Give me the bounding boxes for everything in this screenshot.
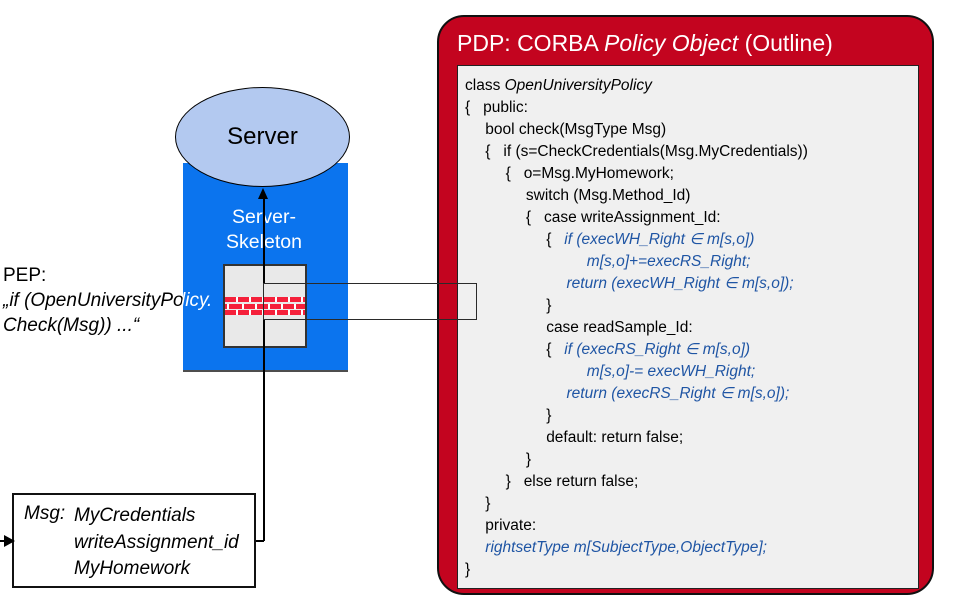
code-line: { public: xyxy=(465,97,914,119)
code-line: { if (s=CheckCredentials(Msg.MyCredentia… xyxy=(465,141,914,163)
code-line: rightsetType m[SubjectType,ObjectType]; xyxy=(465,537,914,559)
code-segment: } xyxy=(525,451,532,468)
firewall-icon xyxy=(223,264,307,348)
msg-item: MyHomework xyxy=(74,558,191,579)
code-segment: switch (Msg.Method_Id) xyxy=(525,187,691,204)
code-segment: { xyxy=(546,231,565,248)
pdp-title-italic: Policy Object xyxy=(603,30,739,56)
pdp-code-panel: class OpenUniversityPolicy { public: bool … xyxy=(457,65,919,589)
code-line: } xyxy=(465,295,914,317)
server-ellipse: Server xyxy=(175,87,350,187)
code-line: { case writeAssignment_Id: xyxy=(465,207,914,229)
code-line: } xyxy=(465,559,914,581)
msg-elbow-line xyxy=(256,540,264,542)
code-line: class OpenUniversityPolicy xyxy=(465,75,914,97)
brick-row xyxy=(225,310,305,315)
code-line: bool check(MsgType Msg) xyxy=(465,119,914,141)
code-segment: } xyxy=(546,297,552,314)
code-segment: class xyxy=(465,77,505,94)
code-segment: } xyxy=(546,407,552,424)
pdp-title-prefix: PDP: CORBA xyxy=(457,30,604,56)
brick-row xyxy=(225,297,305,302)
pep-code-black: „if (OpenUniversityPo xyxy=(3,290,184,311)
pep-heading: PEP: xyxy=(3,265,47,286)
code-line: switch (Msg.Method_Id) xyxy=(465,185,914,207)
server-call-line-lower xyxy=(263,320,265,541)
code-line: private: xyxy=(465,515,914,537)
pep-code-line-2: Check(Msg)) ...“ xyxy=(3,315,140,336)
code-segment: m[s,o]+=execRS_Right; xyxy=(586,253,751,270)
code-segment: { xyxy=(546,341,565,358)
code-segment: { case writeAssignment_Id: xyxy=(525,209,721,226)
msg-item: writeAssignment_id xyxy=(74,531,239,553)
code-line: { o=Msg.MyHomework; xyxy=(465,163,914,185)
code-segment: if (execRS_Right ∈ m[s,o]) xyxy=(564,341,751,358)
code-segment: return (execWH_Right ∈ m[s,o]); xyxy=(566,275,794,292)
code-segment: if (execWH_Right ∈ m[s,o]) xyxy=(564,231,755,248)
pdp-title-suffix: (Outline) xyxy=(738,30,833,56)
code-line: default: return false; xyxy=(465,427,914,449)
code-line: return (execWH_Right ∈ m[s,o]); xyxy=(465,273,914,295)
code-segment: private: xyxy=(485,517,537,534)
code-line: { if (execWH_Right ∈ m[s,o]) xyxy=(465,229,914,251)
code-line: m[s,o]+=execRS_Right; xyxy=(465,251,914,273)
msg-item: MyCredentials xyxy=(74,505,196,526)
code-line: m[s,o]-= execWH_Right; xyxy=(465,361,914,383)
code-line: return (execRS_Right ∈ m[s,o]); xyxy=(465,383,914,405)
code-segment: bool check(MsgType Msg) xyxy=(485,121,667,138)
code-segment: { public: xyxy=(465,99,528,116)
code-segment: OpenUniversityPolicy xyxy=(504,77,652,94)
code-line: } xyxy=(465,493,914,515)
code-line: case readSample_Id: xyxy=(465,317,914,339)
code-segment: } else return false; xyxy=(505,473,639,490)
code-segment: } xyxy=(485,495,491,512)
incoming-msg-line xyxy=(0,540,7,542)
code-line: { if (execRS_Right ∈ m[s,o]) xyxy=(465,339,914,361)
pdp-title: PDP: CORBA Policy Object (Outline) xyxy=(457,30,833,57)
server-call-line-upper xyxy=(263,198,265,283)
code-segment: m[s,o]-= execWH_Right; xyxy=(586,363,756,380)
brick-pattern xyxy=(225,297,305,317)
code-segment: case readSample_Id: xyxy=(546,319,693,336)
server-label: Server xyxy=(227,123,298,150)
code-line: } else return false; xyxy=(465,471,914,493)
code-segment: } xyxy=(465,561,471,578)
pdp-box: PDP: CORBA Policy Object (Outline) class… xyxy=(437,15,934,595)
code-segment: { o=Msg.MyHomework; xyxy=(505,165,674,182)
code-segment: rightsetType m[SubjectType,ObjectType]; xyxy=(485,539,767,556)
code-segment: default: return false; xyxy=(546,429,684,446)
message-channel-rect xyxy=(263,283,477,320)
code-line: } xyxy=(465,449,914,471)
code-segment: return (execRS_Right ∈ m[s,o]); xyxy=(566,385,790,402)
brick-row xyxy=(225,303,305,309)
msg-box-label: Msg: xyxy=(24,503,66,524)
pep-code-white: licy. xyxy=(181,290,213,311)
arrow-up-icon xyxy=(258,188,268,199)
arrow-right-icon xyxy=(4,535,15,547)
code-line: } xyxy=(465,405,914,427)
code-segment: { if (s=CheckCredentials(Msg.MyCredentia… xyxy=(485,143,808,160)
